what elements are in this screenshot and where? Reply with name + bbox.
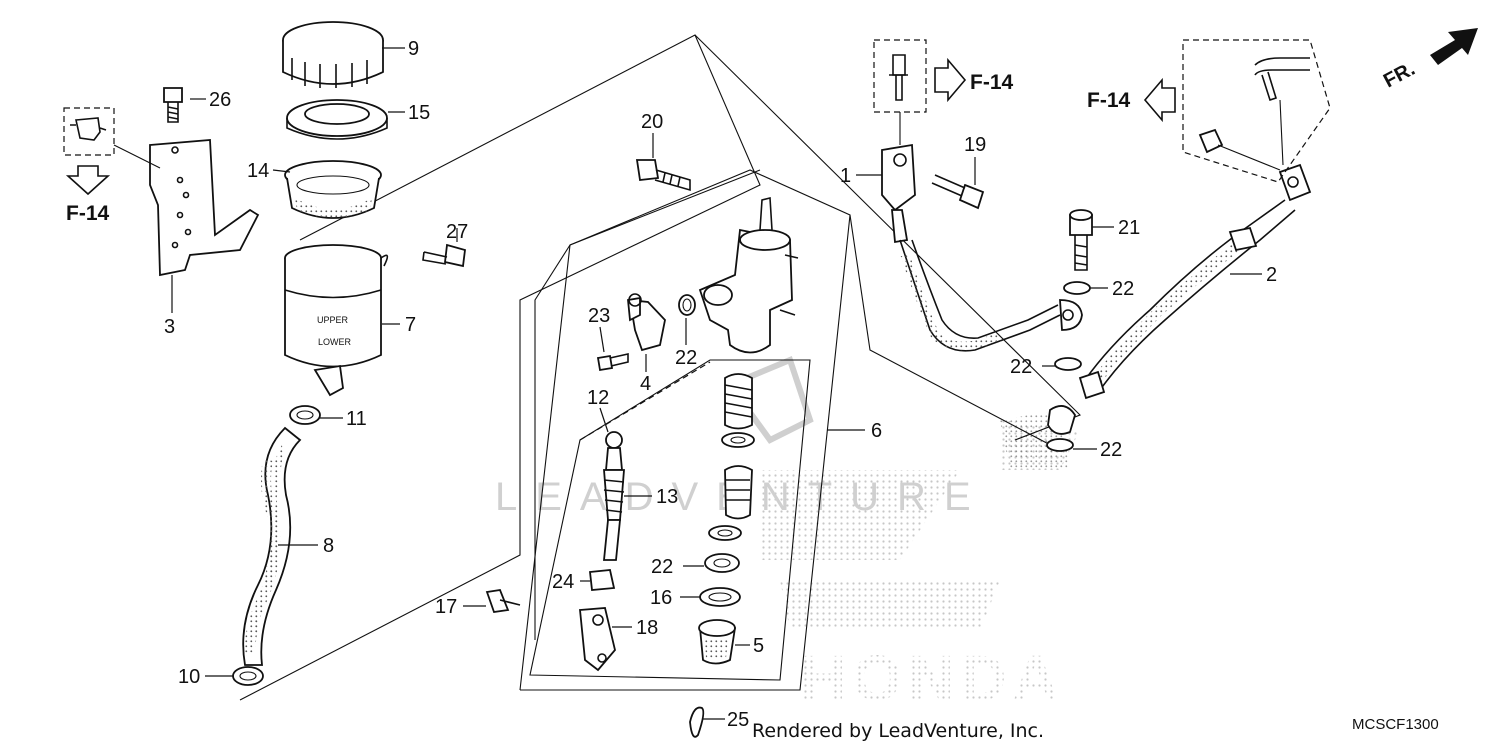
ref-box-hose2 (1182, 39, 1331, 183)
callout-19[interactable]: 19 (964, 134, 986, 156)
reservoir-tank[interactable]: UPPER LOWER (284, 244, 389, 397)
ref-f14-hose2[interactable]: F-14 (1087, 89, 1131, 112)
callout-4[interactable]: 4 (640, 373, 651, 395)
front-marker-label: FR. (1380, 58, 1419, 93)
rear-brake-hose-2[interactable] (1047, 163, 1312, 435)
cotter-pin[interactable] (689, 706, 705, 738)
reservoir-upper-mark: UPPER (317, 315, 349, 325)
circlip[interactable] (699, 587, 741, 607)
f14-arrow-left (1143, 77, 1176, 123)
f14-arrow-right (934, 57, 967, 103)
bracket-bolt[interactable] (163, 87, 183, 123)
reservoir-bolt[interactable] (422, 243, 466, 268)
rear-brake-hose-1[interactable] (881, 143, 1083, 352)
callout-8[interactable]: 8 (323, 535, 334, 557)
reservoir-lower-mark: LOWER (318, 337, 352, 347)
sealing-washer-b[interactable] (1054, 357, 1082, 371)
rear-master-cylinder[interactable] (698, 196, 799, 354)
callout-1[interactable]: 1 (840, 165, 851, 187)
f14-arrow-down (65, 165, 111, 196)
leader-lines (171, 47, 1262, 720)
callout-22-upper[interactable]: 22 (1112, 278, 1134, 300)
reservoir-diaphragm[interactable] (284, 160, 382, 219)
callout-11[interactable]: 11 (346, 408, 367, 430)
callout-27[interactable]: 25 (727, 709, 749, 731)
honda-watermark-text: HONDA (800, 642, 1065, 714)
callout-17[interactable]: 17 (435, 596, 457, 618)
ref-f14-bracket[interactable]: F-14 (66, 202, 110, 225)
diagram-code: MCSCF1300 (1352, 716, 1439, 733)
callout-15[interactable]: 15 (408, 102, 430, 124)
push-rod-boot[interactable] (698, 619, 736, 665)
callout-5[interactable]: 5 (753, 635, 764, 657)
callout-10[interactable]: 10 (178, 666, 200, 688)
oil-bolt[interactable] (1069, 209, 1093, 271)
reservoir-cap[interactable] (282, 21, 384, 88)
hose-clamp-bolt[interactable] (931, 174, 985, 210)
callout-23[interactable]: 22 (651, 556, 673, 578)
callout-16[interactable]: 16 (650, 587, 672, 609)
callout-labels: 9 15 14 7 26 27 3 11 8 10 20 23 4 22 12 … (164, 38, 1277, 731)
piston-set[interactable] (708, 373, 755, 541)
callout-21[interactable]: 21 (1118, 217, 1140, 239)
ref-box-bracket (63, 107, 161, 169)
callout-12[interactable]: 12 (587, 387, 609, 409)
push-rod-nut[interactable] (589, 569, 616, 591)
ref-f14-hose1[interactable]: F-14 (970, 71, 1014, 94)
callout-18[interactable]: 18 (636, 617, 658, 639)
callout-14[interactable]: 14 (247, 160, 269, 182)
callout-22-lower[interactable]: 22 (1100, 439, 1122, 461)
callout-9[interactable]: 9 (408, 38, 419, 60)
callout-26[interactable]: 24 (552, 571, 574, 593)
hose-clip-upper[interactable] (289, 405, 321, 425)
joint-pin[interactable] (485, 589, 521, 613)
callout-6[interactable]: 6 (871, 420, 882, 442)
rendered-by-credit: Rendered by LeadVenture, Inc. (752, 720, 1045, 742)
callout-29[interactable]: 27 (446, 221, 468, 243)
reservoir-bracket[interactable] (149, 139, 260, 277)
assembly-outlines (239, 34, 1081, 701)
joint-screw[interactable] (596, 353, 629, 372)
hose-clip-lower[interactable] (232, 666, 264, 686)
callout-22-middle[interactable]: 22 (1010, 356, 1032, 378)
callout-13[interactable]: 13 (656, 486, 678, 508)
joint-o-ring[interactable] (678, 294, 696, 316)
callout-2[interactable]: 2 (1266, 264, 1277, 286)
honda-watermark: HONDA (760, 420, 1080, 714)
callout-7[interactable]: 7 (405, 314, 416, 336)
callout-3[interactable]: 3 (164, 316, 175, 338)
push-rod[interactable] (603, 431, 625, 561)
push-rod-joint[interactable] (579, 607, 616, 672)
sealing-washer-a[interactable] (1063, 281, 1091, 295)
callout-28[interactable]: 26 (209, 89, 231, 111)
sealing-washer-c[interactable] (1046, 438, 1074, 452)
reservoir-hose[interactable] (242, 426, 302, 666)
reservoir-hose-joint[interactable] (627, 293, 666, 352)
diaphragm-plate[interactable] (286, 99, 388, 140)
ref-box-hose1 (873, 39, 927, 145)
front-arrow (1430, 28, 1478, 65)
callout-24[interactable]: 22 (675, 347, 697, 369)
piston-washer[interactable] (704, 553, 740, 573)
callout-20[interactable]: 20 (641, 111, 663, 133)
callout-25[interactable]: 23 (588, 305, 610, 327)
leadventure-watermark-mark (725, 355, 814, 444)
master-cylinder-bolt[interactable] (635, 159, 691, 192)
